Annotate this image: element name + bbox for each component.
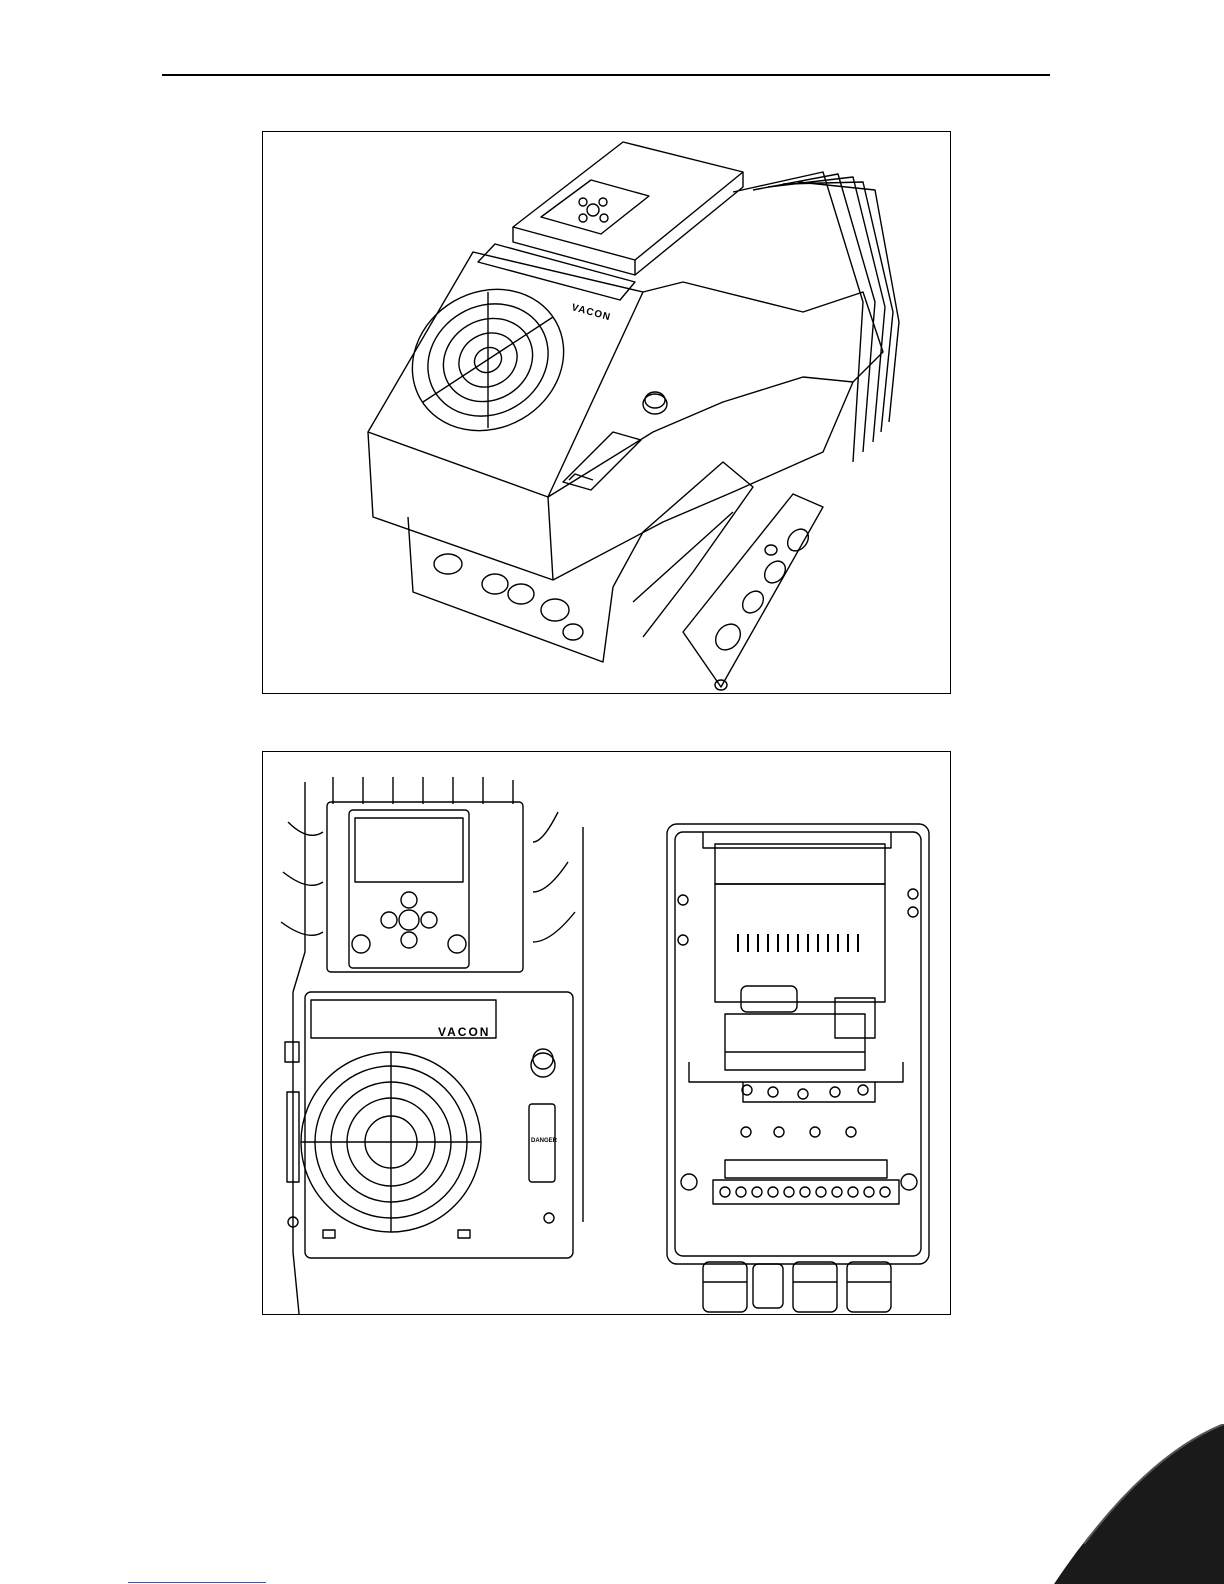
danger-warning-label: DANGER	[531, 1138, 558, 1144]
brand-logo-label: VACON	[570, 302, 612, 323]
figure-drive-isometric: VACON	[262, 131, 951, 694]
corner-swoosh-graphic	[924, 1424, 1224, 1584]
footer-link-underline	[128, 1582, 266, 1583]
figure-drive-front-and-open: VACON DANGER	[262, 751, 951, 1315]
header-rule	[162, 74, 1050, 76]
drive-isometric-drawing: VACON	[263, 132, 950, 693]
drive-front-and-open-drawing: VACON DANGER	[263, 752, 950, 1314]
brand-logo-label: VACON	[438, 1025, 490, 1039]
